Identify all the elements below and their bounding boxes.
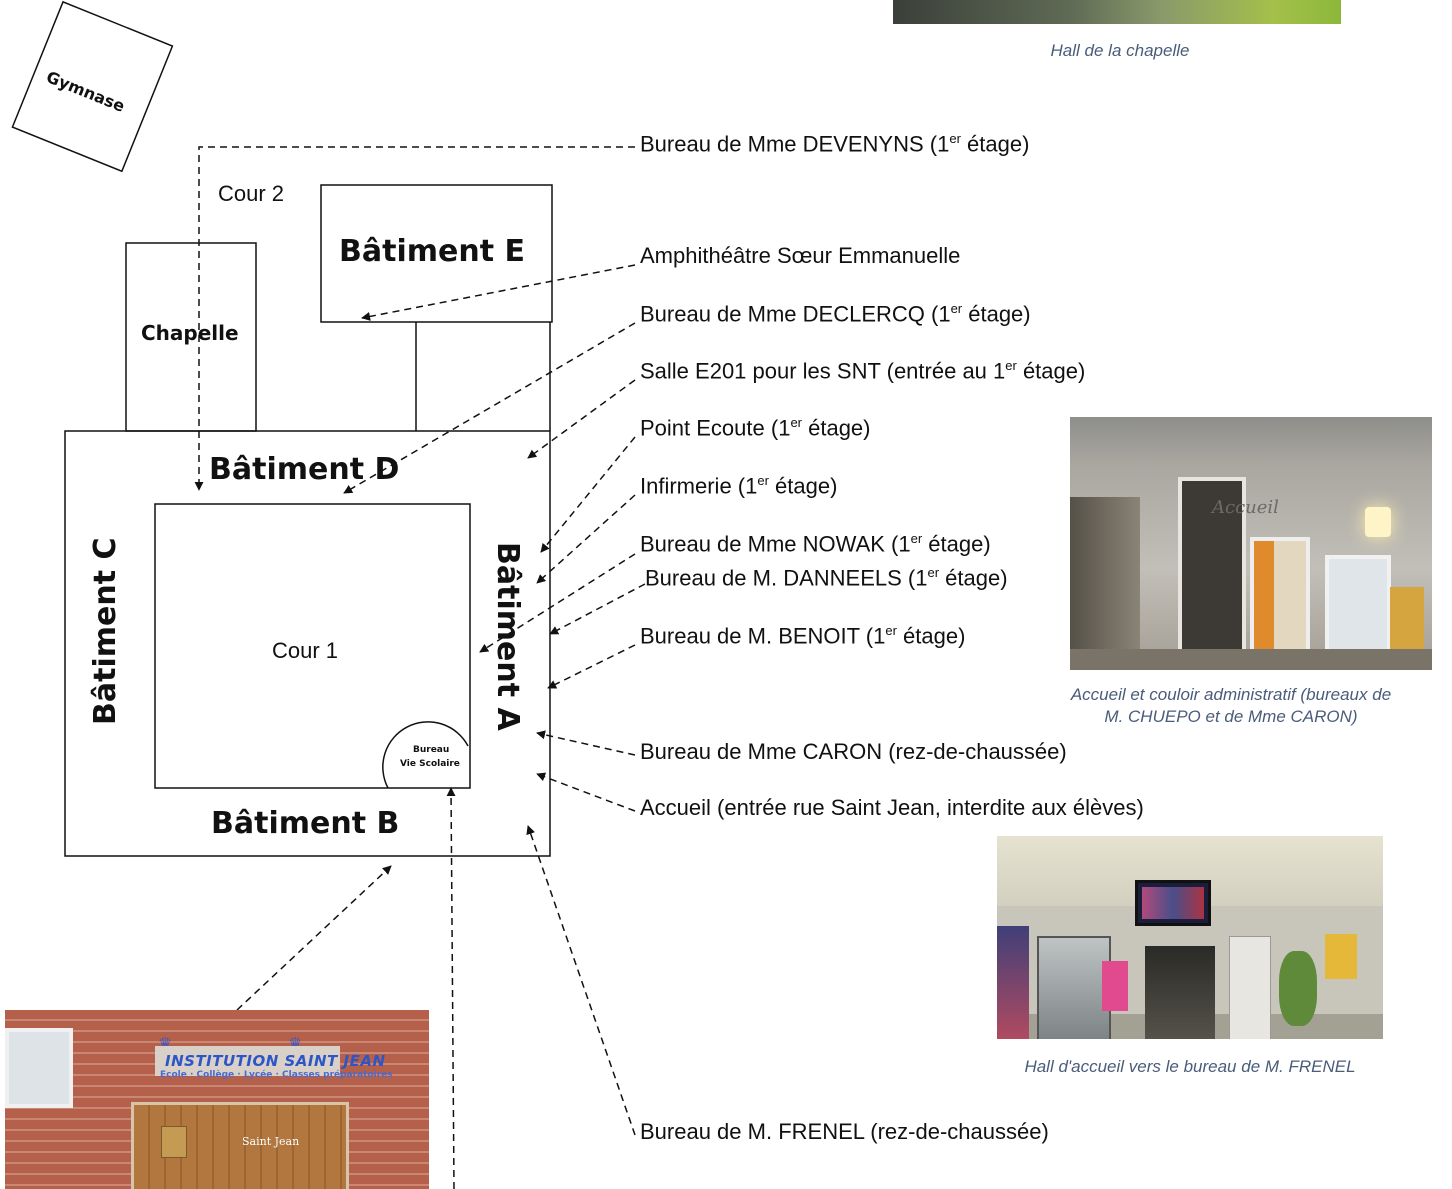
photo-facade-banner-subtext: Ecole · Collège · Lycée · Classes prépar…: [160, 1070, 393, 1080]
photo-accueil-door: [1178, 477, 1246, 655]
photo-accueil-window-2: [1325, 555, 1391, 653]
label-accueil: Accueil (entrée rue Saint Jean, interdit…: [640, 795, 1144, 820]
photo-hall-yellow-board: [1325, 934, 1357, 979]
photo-accueil-floor: [1070, 649, 1432, 670]
label-frenel: Bureau de M. FRENEL (rez-de-chaussée): [640, 1119, 1049, 1144]
cour2-label: Cour 2: [218, 181, 285, 206]
photo-hall-accueil: [997, 836, 1383, 1039]
photo-facade-emblem: [161, 1126, 187, 1158]
photo-accueil-orange-panel: [1254, 541, 1274, 653]
label-benoit-tail: étage): [896, 623, 966, 649]
arrow-caron: [536, 730, 636, 756]
arrow-facade: [236, 865, 392, 1011]
label-danneels-tail: étage): [939, 565, 1008, 591]
photo-accueil-lamp: [1365, 507, 1391, 537]
batiment-b-label: Bâtiment B: [211, 806, 400, 841]
photo-hall-corridor: [1145, 946, 1215, 1039]
photo-hall-chapelle: [893, 0, 1341, 24]
photo-hall-tv-screen: [1142, 887, 1204, 919]
vie-scolaire-label-1: Bureau: [413, 745, 450, 755]
photo-facade-door-text: Saint Jean: [242, 1135, 300, 1148]
label-nowak-sup: er: [910, 531, 923, 546]
arrow-infirmerie: [536, 494, 636, 584]
photo-facade-window: [5, 1028, 73, 1108]
arrow-frenel: [526, 825, 636, 1136]
arrow-accueil: [536, 772, 636, 812]
arrow-devenyns: [194, 146, 635, 491]
label-danneels: Bureau de M. DANNEELS (1er étage): [645, 566, 1008, 589]
arrow-e201: [527, 379, 636, 459]
label-devenyns-tail: étage): [960, 131, 1030, 157]
vie-scolaire-outline: [382, 721, 469, 789]
caption-accueil-line2: M. CHUEPO et de Mme CARON): [1104, 707, 1358, 727]
label-ecoute-text: Point Ecoute (1: [640, 415, 791, 441]
gymnase-outline: [11, 0, 174, 173]
label-declercq-text: Bureau de Mme DECLERCQ (1: [640, 301, 951, 327]
label-nowak-tail: étage): [922, 531, 991, 557]
photo-facade: ♛ ♛ INSTITUTION SAINT JEAN Ecole · Collè…: [5, 1010, 429, 1189]
photo-hall-panel: [997, 926, 1029, 1039]
arrow-danneels: [549, 583, 646, 635]
label-infirmerie: Infirmerie (1er étage): [640, 474, 837, 497]
label-devenyns-text: Bureau de Mme DEVENYNS (1: [640, 131, 950, 157]
photo-hall-door: [1229, 936, 1271, 1039]
label-caron: Bureau de Mme CARON (rez-de-chaussée): [640, 739, 1067, 764]
label-ecoute-tail: étage): [802, 415, 871, 441]
caption-accueil: Accueil et couloir administratif (bureau…: [1010, 684, 1452, 728]
photo-accueil-sign: Accueil: [1212, 497, 1279, 518]
main-block-outline: [64, 430, 551, 857]
cour1-label: Cour 1: [272, 638, 339, 663]
arrow-benoit: [547, 644, 636, 689]
photo-hall-plant: [1279, 951, 1317, 1026]
photo-hall-vitrine: [1037, 936, 1111, 1039]
caption-hall-accueil: Hall d'accueil vers le bureau de M. FREN…: [1024, 1057, 1356, 1076]
label-e201-text: Salle E201 pour les SNT (entrée au 1: [640, 358, 1006, 384]
label-ecoute-sup: er: [790, 415, 802, 430]
photo-facade-banner: [155, 1046, 340, 1076]
label-e201-tail: étage): [1016, 358, 1086, 384]
label-devenyns: Bureau de Mme DEVENYNS (1er étage): [640, 132, 1029, 155]
label-benoit-text: Bureau de M. BENOIT (1: [640, 623, 886, 649]
label-ecoute: Point Ecoute (1er étage): [640, 416, 871, 439]
label-declercq-tail: étage): [962, 301, 1031, 327]
label-benoit-sup: er: [885, 623, 897, 638]
label-nowak: Bureau de Mme NOWAK (1er étage): [640, 532, 991, 555]
batiment-c-label: Bâtiment C: [88, 537, 123, 726]
arrow-amphi: [361, 264, 636, 321]
vie-scolaire-label-2: Vie Scolaire: [400, 759, 460, 769]
label-danneels-text: Bureau de M. DANNEELS (1: [645, 565, 928, 591]
label-e201-sup: er: [1005, 358, 1017, 373]
arrow-ecoute: [540, 436, 636, 553]
chapelle-label: Chapelle: [141, 321, 239, 345]
photo-accueil: Accueil: [1070, 417, 1432, 670]
photo-accueil-poster: [1390, 587, 1424, 649]
batiment-e-label: Bâtiment E: [339, 234, 525, 269]
caption-accueil-line1: Accueil et couloir administratif (bureau…: [1070, 685, 1392, 704]
label-amphi: Amphithéâtre Sœur Emmanuelle: [640, 243, 961, 268]
label-e201: Salle E201 pour les SNT (entrée au 1er é…: [640, 359, 1085, 382]
arrow-declercq: [343, 322, 636, 494]
arrow-vie-scolaire: [446, 787, 456, 1189]
label-benoit: Bureau de M. BENOIT (1er étage): [640, 624, 965, 647]
label-infirmerie-text: Infirmerie (1: [640, 473, 758, 499]
photo-hall-tv: [1135, 880, 1211, 926]
batiment-e-outline: [320, 184, 553, 323]
arrow-nowak: [479, 553, 636, 653]
photo-facade-banner-text: INSTITUTION SAINT JEAN: [165, 1052, 386, 1070]
batiment-a-label: Bâtiment A: [490, 542, 525, 731]
photo-accueil-corridor: [1070, 497, 1140, 670]
label-declercq-sup: er: [950, 301, 963, 316]
photo-hall-poster: [1102, 961, 1128, 1011]
caption-hall-chapelle: Hall de la chapelle: [1050, 41, 1190, 60]
label-infirmerie-tail: étage): [768, 473, 838, 499]
label-danneels-sup: er: [927, 565, 940, 580]
label-devenyns-sup: er: [949, 131, 961, 146]
label-infirmerie-sup: er: [757, 473, 769, 488]
label-nowak-text: Bureau de Mme NOWAK (1: [640, 531, 911, 557]
batiment-d-label: Bâtiment D: [209, 452, 400, 487]
cour1-outline: [154, 503, 471, 789]
label-declercq: Bureau de Mme DECLERCQ (1er étage): [640, 302, 1031, 325]
